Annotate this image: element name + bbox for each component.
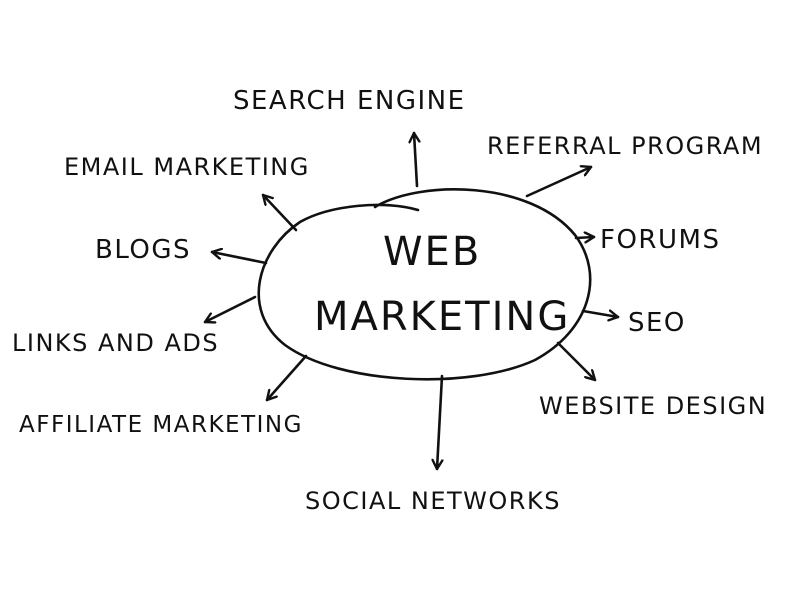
node-website-design: WEBSITE DESIGN <box>539 392 768 420</box>
arrow-forums <box>574 237 596 238</box>
node-referral-program: REFERRAL PROGRAM <box>487 132 764 160</box>
arrow-blogs <box>210 252 268 265</box>
node-email-marketing: EMAIL MARKETING <box>64 153 310 181</box>
arrow-links-and-ads <box>203 295 257 322</box>
node-blogs: BLOGS <box>95 235 192 265</box>
arrow-referral-program <box>525 167 593 198</box>
center-title-line1: WEB <box>383 229 482 275</box>
arrow-website-design <box>556 341 597 382</box>
node-search-engine: SEARCH ENGINE <box>233 86 466 116</box>
center-ellipse <box>257 188 592 381</box>
node-forums: FORUMS <box>600 225 721 255</box>
node-affiliate-marketing: AFFILIATE MARKETING <box>19 412 303 438</box>
node-links-and-ads: LINKS AND ADS <box>12 329 220 357</box>
arrow-seo <box>581 311 620 317</box>
arrow-social-networks <box>437 374 442 471</box>
node-seo: SEO <box>628 308 686 338</box>
node-social-networks: SOCIAL NETWORKS <box>305 487 561 515</box>
arrow-search-engine <box>414 131 417 188</box>
arrow-email-marketing <box>261 193 298 232</box>
center-title-line2: MARKETING <box>314 294 571 340</box>
arrow-affiliate-marketing <box>265 354 308 402</box>
